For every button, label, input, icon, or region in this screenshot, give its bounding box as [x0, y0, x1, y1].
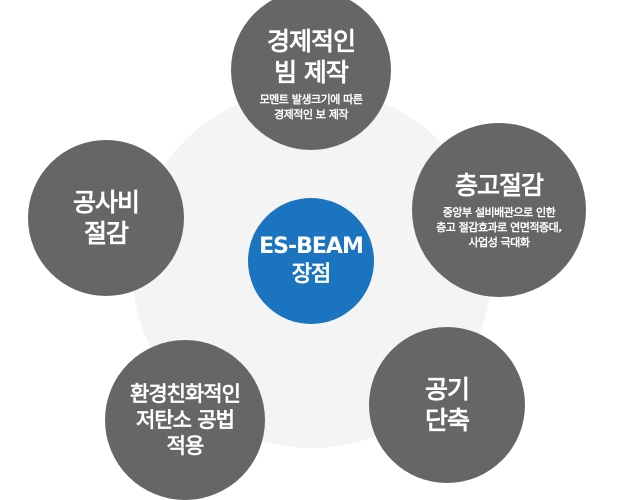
node-eco: 환경친화적인 저탄소 공법 적용: [105, 340, 265, 500]
center-node: ES-BEAM 장점: [248, 198, 374, 324]
node-title: 절감: [83, 219, 129, 248]
node-title: 저탄소 공법: [136, 408, 235, 432]
center-title: ES-BEAM: [259, 234, 364, 259]
node-title: 경제적인: [266, 27, 356, 56]
node-title: 층고절감: [454, 171, 544, 200]
node-title: 적용: [166, 434, 205, 458]
node-schedule: 공기 단축: [369, 327, 525, 483]
node-title: 빔 제작: [274, 58, 349, 87]
node-title: 공기: [424, 375, 470, 404]
node-cost: 공사비 절감: [28, 140, 184, 296]
node-title: 단축: [424, 406, 470, 435]
center-subtitle: 장점: [291, 262, 331, 287]
node-title: 환경친화적인: [130, 382, 241, 406]
node-title: 공사비: [72, 188, 140, 217]
